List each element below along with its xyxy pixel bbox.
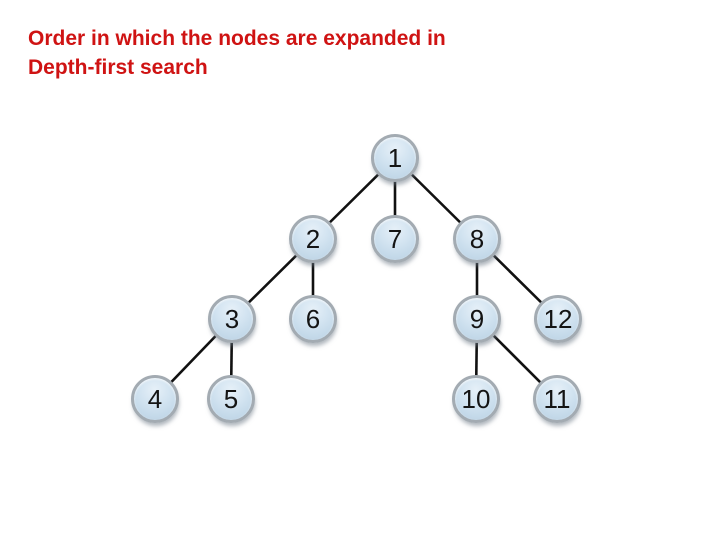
tree-node-5: 5 bbox=[207, 375, 255, 423]
tree-node-9: 9 bbox=[453, 295, 501, 343]
tree-node-2: 2 bbox=[289, 215, 337, 263]
tree-node-10: 10 bbox=[452, 375, 500, 423]
slide-title-line-2: Depth-first search bbox=[28, 56, 208, 79]
tree-node-11: 11 bbox=[533, 375, 581, 423]
slide-title-line-1: Order in which the nodes are expanded in bbox=[28, 27, 446, 50]
tree-node-1: 1 bbox=[371, 134, 419, 182]
tree-node-7: 7 bbox=[371, 215, 419, 263]
tree-node-4: 4 bbox=[131, 375, 179, 423]
slide-title: Order in which the nodes are expanded in… bbox=[28, 24, 588, 82]
tree-node-6: 6 bbox=[289, 295, 337, 343]
tree-node-3: 3 bbox=[208, 295, 256, 343]
tree-node-8: 8 bbox=[453, 215, 501, 263]
tree-node-12: 12 bbox=[534, 295, 582, 343]
